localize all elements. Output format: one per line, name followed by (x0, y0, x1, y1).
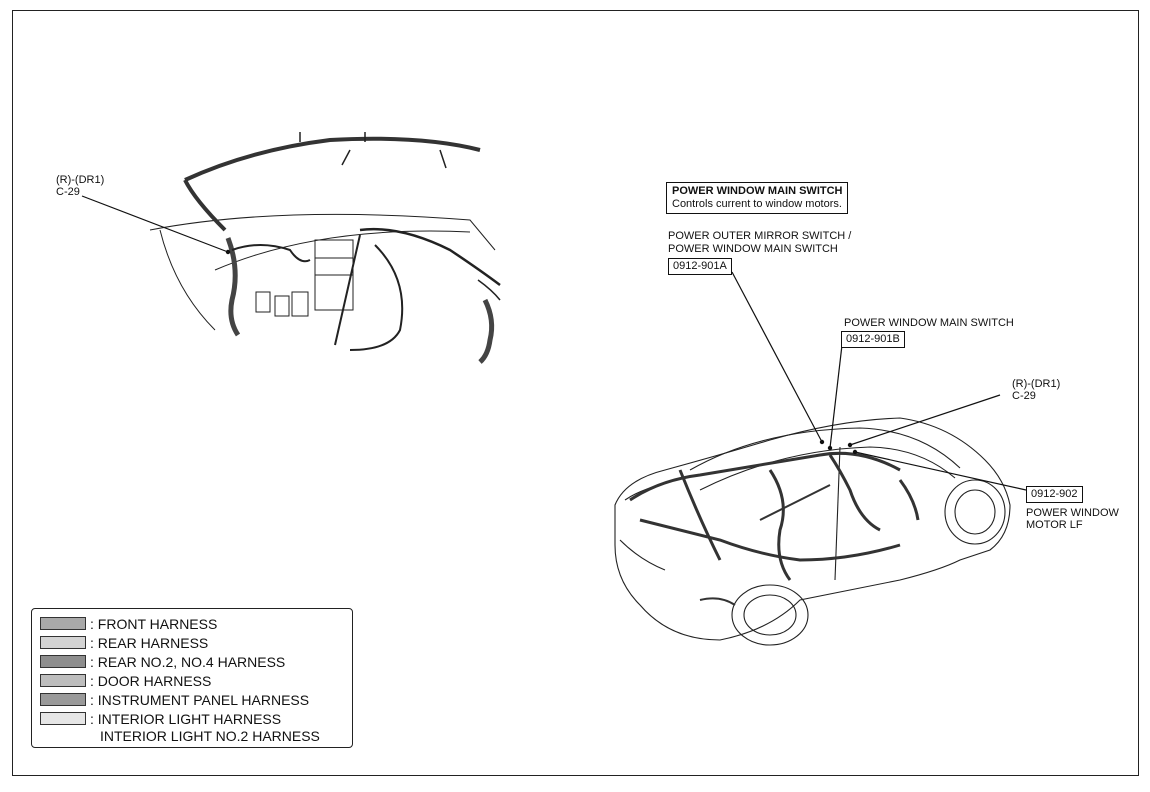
legend-item-rear-no2-no4-harness: : REAR NO.2, NO.4 HARNESS (40, 654, 285, 670)
legend-swatch (40, 712, 86, 725)
mirror-switch-label-line2: POWER WINDOW MAIN SWITCH (668, 243, 838, 255)
motor-label-line1: POWER WINDOW (1026, 507, 1119, 519)
legend-item-interior-light-no2-harness: INTERIOR LIGHT NO.2 HARNESS (100, 728, 320, 744)
left-connector-label-line2: C-29 (56, 186, 80, 198)
right-connector-label-line2: C-29 (1012, 390, 1036, 402)
legend-swatch (40, 617, 86, 630)
legend-swatch (40, 636, 86, 649)
main-switch-callout: POWER WINDOW MAIN SWITCH Controls curren… (666, 182, 849, 214)
dashboard-harness-drawing (149, 132, 501, 364)
car-body-drawing (614, 417, 1011, 646)
callout-description: Controls current to window motors. (672, 198, 842, 210)
callout-title: POWER WINDOW MAIN SWITCH (672, 185, 843, 197)
main-switch-label: POWER WINDOW MAIN SWITCH (844, 317, 1014, 329)
legend-item-rear-harness: : REAR HARNESS (40, 635, 208, 651)
leader-lines (81, 195, 1027, 491)
harness-legend: : FRONT HARNESS : REAR HARNESS : REAR NO… (31, 608, 353, 748)
mirror-switch-code-box: 0912-901A (668, 258, 732, 275)
legend-swatch (40, 693, 86, 706)
connector-dots (225, 249, 858, 455)
car-harness-drawing (629, 451, 920, 606)
left-connector-label-line1: (R)-(DR1) (56, 174, 105, 186)
motor-code-box: 0912-902 (1026, 486, 1083, 503)
mirror-switch-label-line1: POWER OUTER MIRROR SWITCH / (668, 230, 852, 242)
motor-label-line2: MOTOR LF (1026, 519, 1083, 531)
legend-item-door-harness: : DOOR HARNESS (40, 673, 211, 689)
diagram-frame (12, 10, 1139, 776)
legend-item-interior-light-harness: : INTERIOR LIGHT HARNESS (40, 711, 281, 727)
legend-item-front-harness: : FRONT HARNESS (40, 616, 217, 632)
legend-swatch (40, 655, 86, 668)
main-switch-code-box: 0912-901B (841, 331, 905, 348)
legend-swatch (40, 674, 86, 687)
right-connector-label-line1: (R)-(DR1) (1012, 378, 1061, 390)
legend-item-instrument-panel-harness: : INSTRUMENT PANEL HARNESS (40, 692, 309, 708)
